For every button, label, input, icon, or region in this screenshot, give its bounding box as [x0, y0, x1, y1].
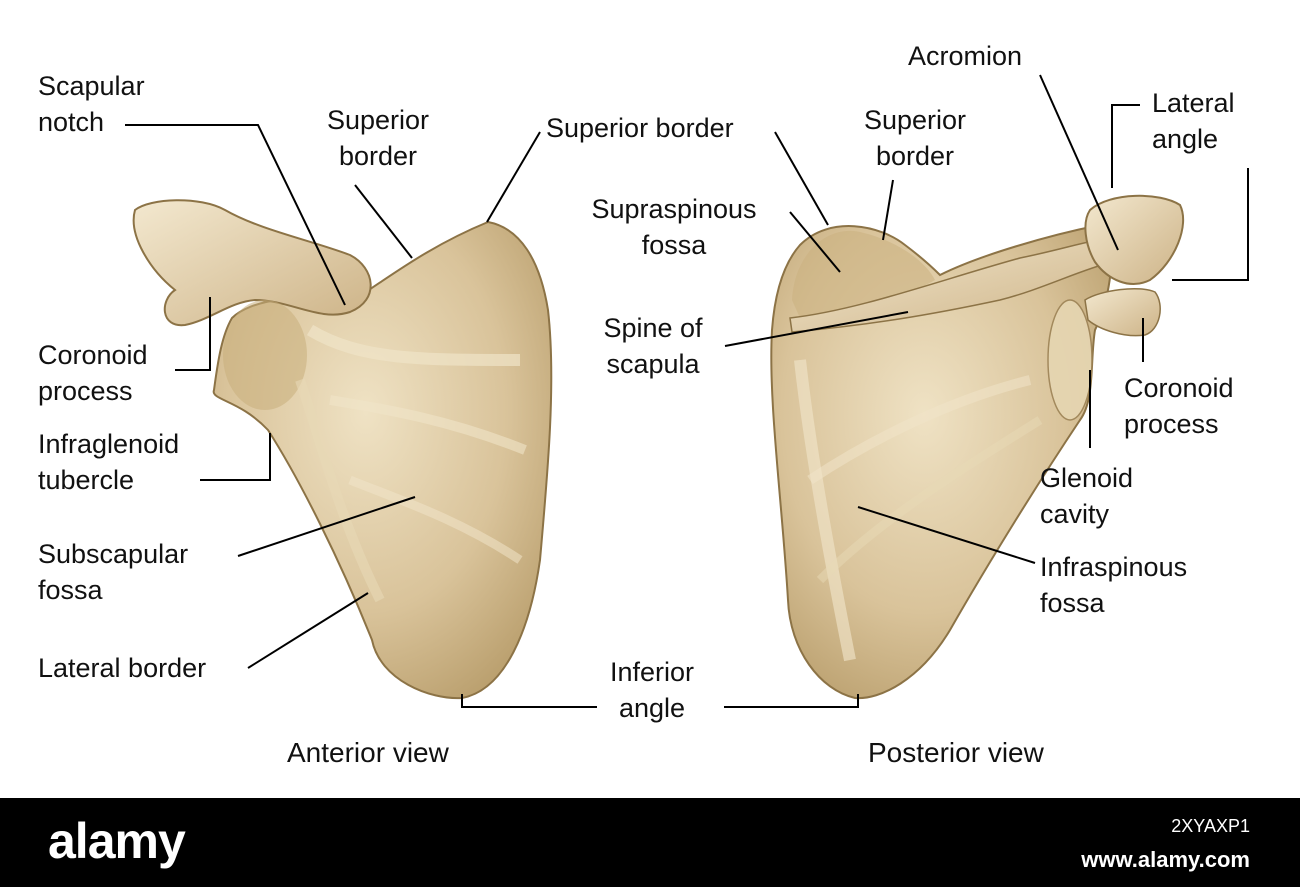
label-coronoid-process-left: Coronoid process	[38, 340, 148, 406]
leader-infraglenoid-tubercle	[200, 433, 271, 481]
brand-logo: alamy	[48, 813, 186, 869]
leader-lines	[125, 74, 1249, 708]
label-scapular-notch: Scapular notch	[38, 71, 145, 137]
scapula-illustration	[125, 74, 1249, 708]
posterior-coracoid-process	[1084, 287, 1161, 337]
posterior-ridge-2	[807, 375, 1032, 485]
leader-lateral-angle	[1111, 104, 1140, 188]
posterior-ridge-1	[794, 359, 856, 662]
leader-lateral-angle-bracket	[1172, 168, 1249, 281]
caption-anterior-view: Anterior view	[287, 737, 449, 768]
anterior-ridge-1	[306, 324, 521, 366]
image-id: 2XYAXP1	[1171, 816, 1250, 836]
leader-subscapular-fossa	[237, 496, 416, 557]
leader-superior-border-top	[486, 131, 541, 223]
label-superior-border-anterior: Superior border	[326, 105, 430, 171]
anterior-ridge-4	[295, 378, 385, 603]
label-lateral-angle: Lateral angle	[1152, 88, 1235, 154]
leader-supraspinous-fossa	[789, 211, 841, 273]
watermark-footer: alamy 2XYAXP1 www.alamy.com	[0, 798, 1300, 887]
label-acromion: Acromion	[908, 41, 1023, 71]
site-url: www.alamy.com	[1081, 847, 1250, 872]
label-superior-border-top: Superior border	[546, 113, 734, 143]
anterior-scapula	[132, 199, 553, 700]
leader-infraspinous-fossa	[857, 506, 1036, 564]
posterior-blade	[770, 223, 1113, 700]
label-coronoid-process-right: Coronoid process	[1124, 373, 1234, 439]
leader-spine-of-scapula	[724, 311, 909, 347]
caption-posterior-view: Posterior view	[868, 737, 1044, 768]
leader-lateral-border	[247, 592, 369, 669]
leader-superior-border-top-posterior	[774, 131, 829, 226]
leader-scapular-notch	[125, 124, 346, 306]
label-inferior-angle: Inferior angle	[609, 657, 695, 723]
anterior-ridge-3	[348, 475, 523, 564]
label-spine-of-scapula: Spine of scapula	[603, 313, 703, 379]
anterior-coracoid-process	[132, 199, 372, 327]
posterior-scapula	[770, 194, 1185, 700]
leader-inferior-angle-right	[724, 694, 859, 708]
leader-coronoid-process-left	[175, 297, 211, 371]
leader-superior-border-anterior	[354, 184, 413, 259]
label-superior-border-posterior: Superior border	[863, 105, 967, 171]
leader-superior-border-posterior	[882, 179, 894, 241]
leader-inferior-angle-left	[461, 694, 597, 708]
label-infraspinous-fossa: Infraspinous fossa	[1040, 552, 1188, 618]
label-lateral-border: Lateral border	[38, 653, 207, 683]
posterior-acromion	[1084, 194, 1185, 285]
label-infraglenoid-tubercle: Infraglenoid tubercle	[38, 429, 180, 495]
posterior-ridge-3	[816, 416, 1043, 584]
label-supraspinous-fossa: Supraspinous fossa	[591, 194, 757, 260]
posterior-glenoid-region	[1047, 299, 1093, 421]
leader-acromion	[1039, 74, 1119, 251]
anterior-ridge-2	[329, 395, 527, 455]
anterior-glenoid-region	[223, 300, 307, 410]
label-glenoid-cavity: Glenoid cavity	[1040, 463, 1134, 529]
label-subscapular-fossa: Subscapular fossa	[38, 539, 189, 605]
